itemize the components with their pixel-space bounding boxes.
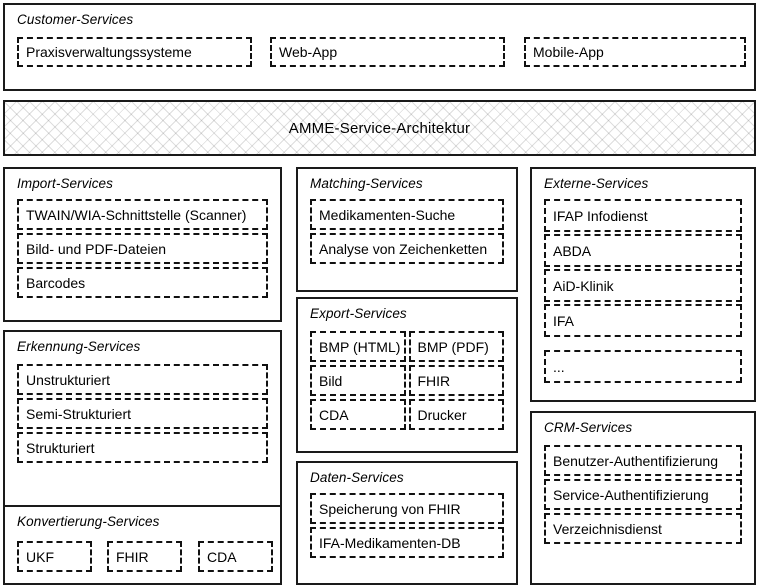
service-chip-cda-konvertierung[interactable]: CDA xyxy=(198,541,273,572)
customer-services-items: Praxisverwaltungssysteme Web-App Mobile-… xyxy=(5,37,754,67)
service-chip-bild-und-pdf-dateien[interactable]: Bild- und PDF-Dateien xyxy=(17,233,268,264)
group-erkennung-services: Erkennung-Services Unstrukturiert Semi-S… xyxy=(3,330,282,507)
service-chip-bild[interactable]: Bild xyxy=(310,365,406,396)
group-title-daten-services: Daten-Services xyxy=(310,470,404,485)
service-chip-ifap-infodienst[interactable]: IFAP Infodienst xyxy=(544,199,742,232)
group-title-import-services: Import-Services xyxy=(17,176,114,191)
group-export-services: Export-Services BMP (HTML) BMP (PDF) Bil… xyxy=(296,297,518,453)
service-chip-medikamenten-suche[interactable]: Medikamenten-Suche xyxy=(310,199,504,230)
group-title-crm-services: CRM-Services xyxy=(544,420,633,435)
group-import-services: Import-Services TWAIN/WIA-Schnittstelle … xyxy=(3,167,282,322)
import-services-items: TWAIN/WIA-Schnittstelle (Scanner) Bild- … xyxy=(17,199,268,301)
service-chip-web-app[interactable]: Web-App xyxy=(270,37,505,67)
group-customer-services: Customer-Services Praxisverwaltungssyste… xyxy=(3,3,756,91)
group-konvertierung-services: Konvertierung-Services UKF FHIR CDA xyxy=(3,505,282,585)
service-chip-drucker[interactable]: Drucker xyxy=(408,399,504,430)
service-chip-aid-klinik[interactable]: AiD-Klinik xyxy=(544,269,742,302)
amme-service-architektur-band: AMME-Service-Architektur xyxy=(3,100,756,156)
service-chip-bmp-html[interactable]: BMP (HTML) xyxy=(310,331,406,362)
service-chip-strukturiert[interactable]: Strukturiert xyxy=(17,432,268,463)
group-title-externe-services: Externe-Services xyxy=(544,176,649,191)
group-externe-services: Externe-Services IFAP Infodienst ABDA Ai… xyxy=(530,167,756,402)
service-chip-more[interactable]: ... xyxy=(544,350,742,383)
service-chip-ifa[interactable]: IFA xyxy=(544,304,742,337)
service-chip-service-authentifizierung[interactable]: Service-Authentifizierung xyxy=(544,479,742,510)
amme-band-label: AMME-Service-Architektur xyxy=(288,119,471,137)
konvertierung-services-items: UKF FHIR CDA xyxy=(17,541,273,572)
service-chip-analyse-von-zeichenketten[interactable]: Analyse von Zeichenketten xyxy=(310,233,504,264)
service-chip-semi-strukturiert[interactable]: Semi-Strukturiert xyxy=(17,398,268,429)
service-chip-bmp-pdf[interactable]: BMP (PDF) xyxy=(408,331,504,362)
group-title-export-services: Export-Services xyxy=(310,306,407,321)
group-title-konvertierung-services: Konvertierung-Services xyxy=(17,514,160,529)
group-title-matching-services: Matching-Services xyxy=(310,176,423,191)
service-chip-fhir-export[interactable]: FHIR xyxy=(408,365,504,396)
group-title-customer-services: Customer-Services xyxy=(17,12,134,27)
service-chip-ifa-medikamenten-db[interactable]: IFA-Medikamenten-DB xyxy=(310,527,504,558)
group-daten-services: Daten-Services Speicherung von FHIR IFA-… xyxy=(296,461,518,585)
service-chip-ukf[interactable]: UKF xyxy=(17,541,92,572)
export-services-items: BMP (HTML) BMP (PDF) Bild FHIR CDA Druck… xyxy=(310,331,504,430)
group-title-erkennung-services: Erkennung-Services xyxy=(17,339,141,354)
service-chip-twain-wia-schnittstelle[interactable]: TWAIN/WIA-Schnittstelle (Scanner) xyxy=(17,199,268,230)
service-chip-speicherung-von-fhir[interactable]: Speicherung von FHIR xyxy=(310,493,504,524)
service-chip-abda[interactable]: ABDA xyxy=(544,234,742,267)
service-chip-cda-export[interactable]: CDA xyxy=(310,399,406,430)
service-chip-praxisverwaltungssysteme[interactable]: Praxisverwaltungssysteme xyxy=(17,37,252,67)
matching-services-items: Medikamenten-Suche Analyse von Zeichenke… xyxy=(310,199,504,267)
crm-services-items: Benutzer-Authentifizierung Service-Authe… xyxy=(544,445,742,547)
group-crm-services: CRM-Services Benutzer-Authentifizierung … xyxy=(530,411,756,585)
daten-services-items: Speicherung von FHIR IFA-Medikamenten-DB xyxy=(310,493,504,561)
service-chip-verzeichnisdienst[interactable]: Verzeichnisdienst xyxy=(544,513,742,544)
service-chip-unstrukturiert[interactable]: Unstrukturiert xyxy=(17,364,268,395)
service-chip-mobile-app[interactable]: Mobile-App xyxy=(524,37,746,67)
externe-services-items: IFAP Infodienst ABDA AiD-Klinik IFA ... xyxy=(544,199,742,385)
service-chip-barcodes[interactable]: Barcodes xyxy=(17,267,268,298)
service-chip-fhir-konvertierung[interactable]: FHIR xyxy=(107,541,182,572)
service-chip-benutzer-authentifizierung[interactable]: Benutzer-Authentifizierung xyxy=(544,445,742,476)
group-matching-services: Matching-Services Medikamenten-Suche Ana… xyxy=(296,167,518,292)
erkennung-services-items: Unstrukturiert Semi-Strukturiert Struktu… xyxy=(17,364,268,466)
